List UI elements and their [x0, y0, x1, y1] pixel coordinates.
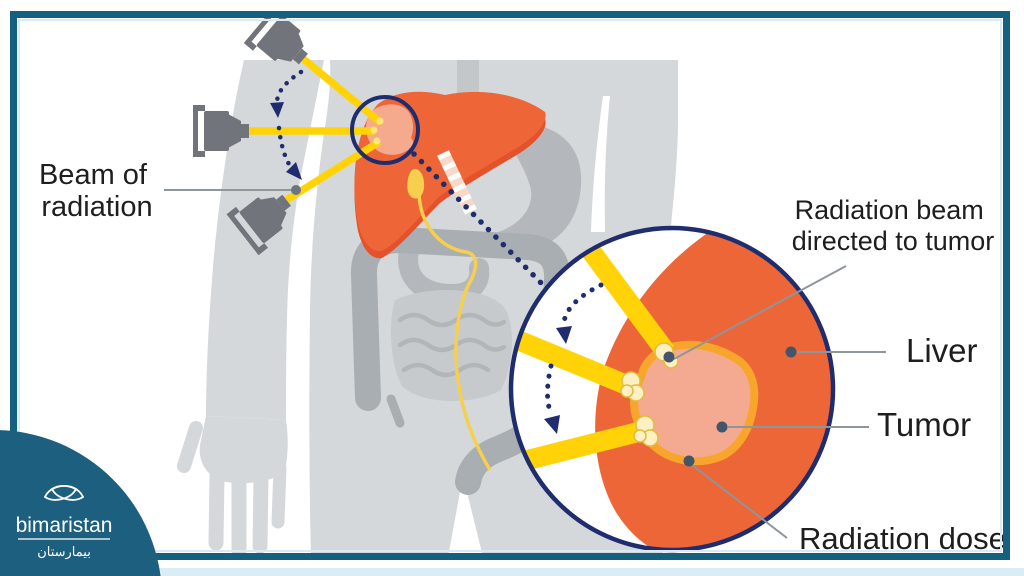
pointer-dot-liver [785, 346, 797, 358]
appendix-shape [386, 394, 405, 428]
pointer-dots [291, 185, 797, 467]
leaf-bow-icon [43, 485, 85, 501]
beam-top [298, 54, 384, 126]
rotation-arrowhead [270, 102, 284, 118]
bile-duct-shape [437, 150, 477, 215]
pointer-dot-radiation-beam [663, 351, 675, 363]
pointer-line-radiation-dose [691, 464, 788, 539]
label-beam-of-radiation: Beam of radiation [39, 159, 155, 223]
label-radiation-beam: Radiation beam directed to tumor [792, 195, 995, 256]
hand-palm-shape [199, 416, 288, 484]
fingers [177, 421, 287, 554]
pointer-dot-radiation-dose [683, 455, 695, 467]
pointer-lines [164, 189, 886, 539]
rotation-arrowhead [286, 162, 302, 180]
liver-group [354, 91, 546, 471]
zoom-connector-dotted-line [411, 151, 552, 294]
magnified-rotation-arc [545, 282, 604, 417]
magnified-tumor-shape [630, 340, 759, 466]
pointer-line-radiation-beam [673, 265, 847, 360]
pointer-dot-tumor [716, 421, 728, 433]
label-tumor: Tumor [877, 406, 971, 443]
label-liver: Liver [906, 332, 978, 369]
frame-border [10, 11, 1010, 560]
pointer-dot-beam-of-radiation [291, 185, 301, 195]
gallbladder-shape [407, 169, 425, 199]
bottom-strip [0, 568, 1024, 576]
frame-border-inner-highlight [18, 19, 1002, 552]
beam-tip-dots [370, 117, 384, 145]
leg-crease [448, 476, 483, 554]
magnified-rotation-arrowhead [556, 326, 572, 344]
shoulder-crease [591, 96, 610, 232]
bimaristan-logo: bimaristan بيمارستان [0, 430, 161, 576]
radiotherapy-machines [193, 18, 552, 294]
magnifier [508, 225, 836, 553]
stomach-shape [495, 123, 582, 251]
magnified-beams [513, 237, 675, 472]
gallbladder-duct [417, 192, 492, 471]
logo-arabic: بيمارستان [37, 544, 91, 560]
dose-beads [620, 342, 679, 447]
logo-name: bimaristan [16, 514, 113, 537]
tumor-focus-circle [350, 95, 420, 165]
magnified-rotation-arrowhead [544, 415, 560, 434]
